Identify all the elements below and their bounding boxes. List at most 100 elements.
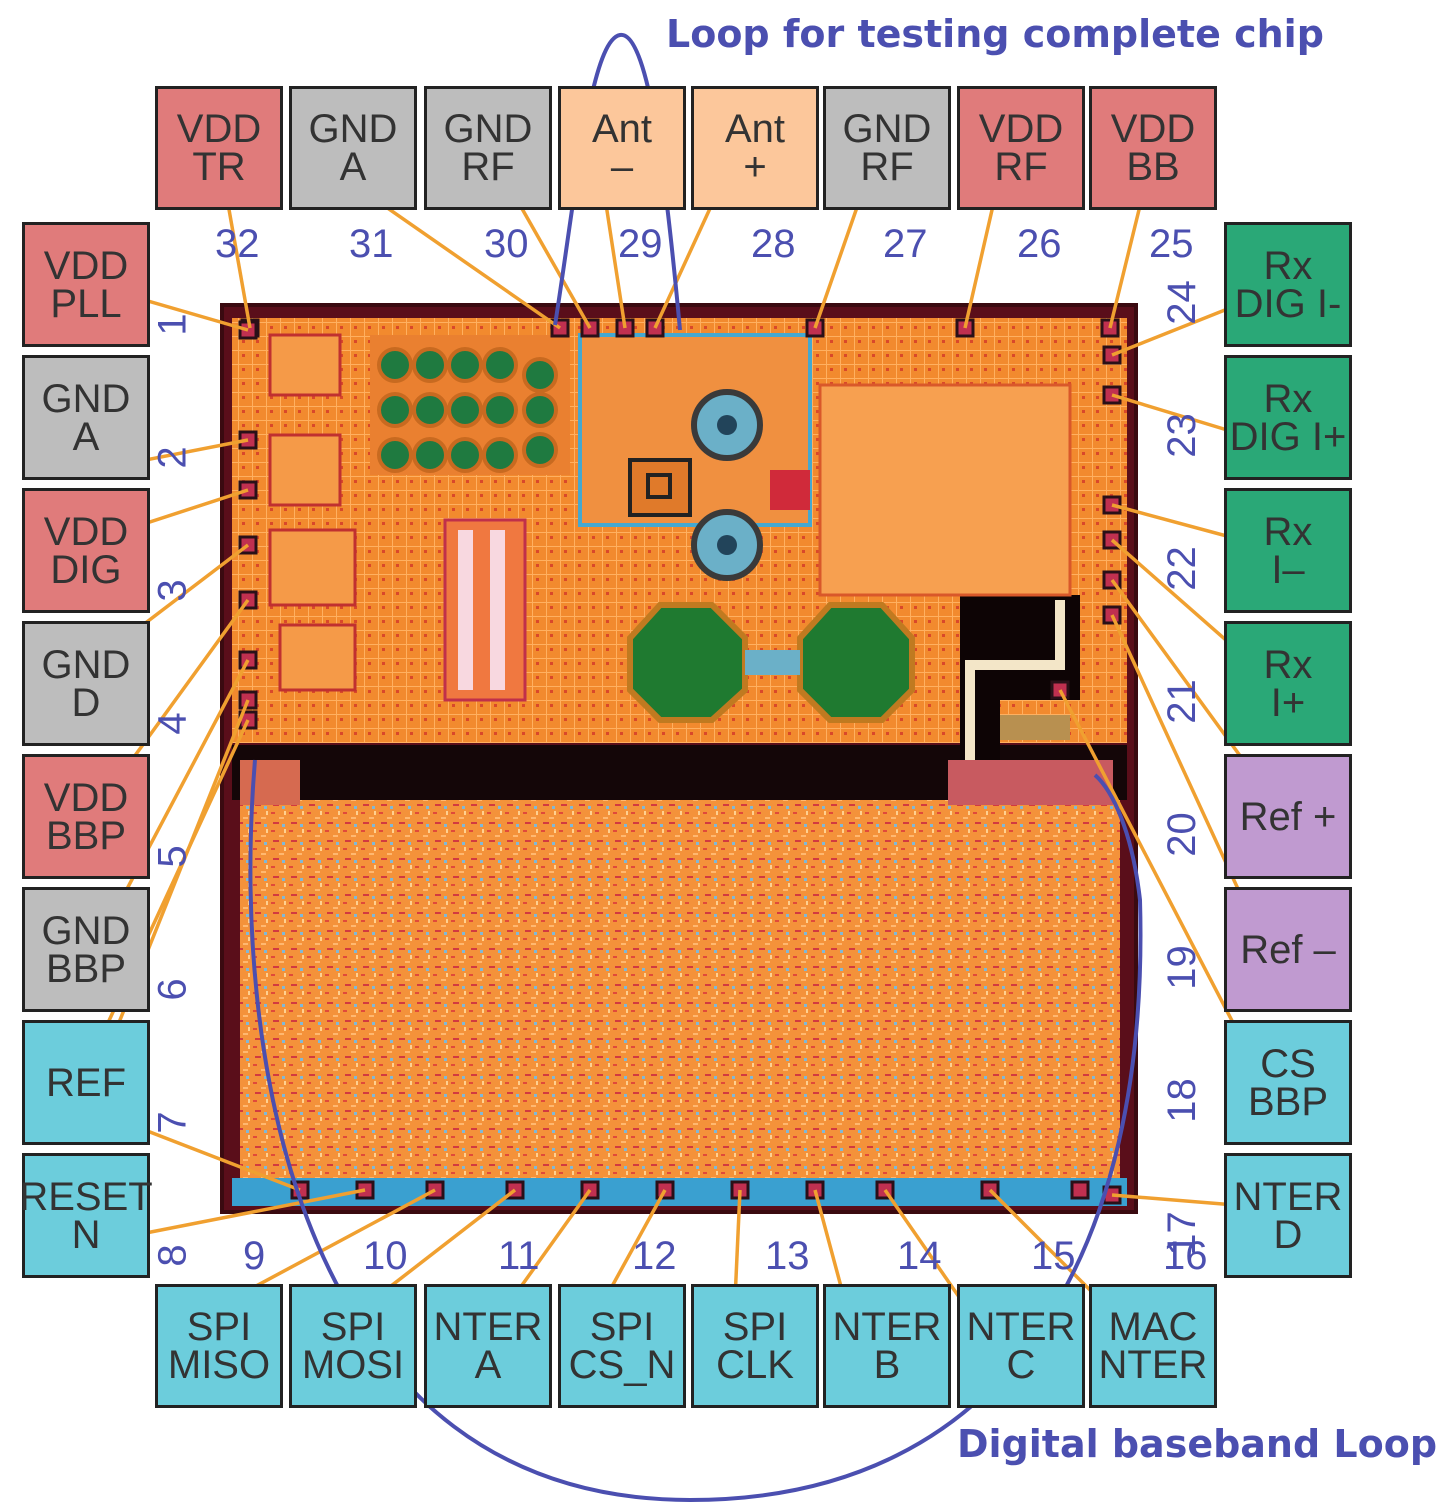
die-digital-core — [240, 800, 1120, 1180]
pin-number: 31 — [349, 222, 394, 266]
pad-9: SPI MISO — [155, 1284, 283, 1408]
pad-23: Rx DIG I+ — [1224, 355, 1352, 480]
pad-18: CS BBP — [1224, 1020, 1352, 1145]
pad-1: VDD PLL — [22, 222, 150, 347]
pad-label: SPI CLK — [716, 1305, 794, 1387]
bond-wire — [1111, 1193, 1236, 1207]
pin-number: 5 — [150, 845, 195, 868]
pad-label: NTER D — [1233, 1174, 1343, 1257]
pad-label: GND A — [308, 107, 398, 189]
pad-label: MAC NTER — [1098, 1305, 1208, 1387]
pin-number: 11 — [498, 1234, 540, 1278]
pad-3: VDD DIG — [22, 488, 150, 613]
pad-label: NTER A — [433, 1305, 543, 1387]
pad-32: VDD TR — [155, 86, 283, 210]
pad-label: Rx DIG I+ — [1229, 376, 1347, 459]
pad-5: VDD BBP — [22, 754, 150, 879]
pad-28: Ant + — [691, 86, 819, 210]
pad-21: Rx I+ — [1224, 621, 1352, 746]
digital-baseband-loop — [248, 759, 1143, 1503]
pin-number: 28 — [751, 222, 796, 266]
pad-label: GND BBP — [41, 908, 131, 991]
bond-wire — [229, 1188, 436, 1302]
pin-number: 19 — [1159, 945, 1204, 990]
pad-11: NTER A — [424, 1284, 552, 1408]
pad-label: Ant + — [724, 107, 786, 189]
pad-22: Rx I– — [1224, 488, 1352, 613]
bond-wire — [733, 1189, 742, 1301]
pin-number: 8 — [150, 1244, 195, 1267]
pin-number: 26 — [1017, 222, 1062, 266]
pin-number: 20 — [1159, 812, 1204, 857]
pad-label: GND D — [41, 642, 131, 725]
pin-number: 29 — [618, 222, 663, 266]
pad-27: GND RF — [823, 86, 951, 210]
cap-array — [377, 347, 558, 473]
complete-chip-loop-caption: Loop for testing complete chip — [666, 12, 1324, 56]
pin-number: 18 — [1159, 1078, 1204, 1123]
pin-number: 2 — [150, 446, 195, 469]
octagon-inductor-left — [627, 602, 748, 723]
digital-baseband-loop-caption: Digital baseband Loop — [957, 1422, 1438, 1466]
pin-number: 30 — [484, 222, 529, 266]
pad-label: Rx I+ — [1263, 642, 1313, 725]
pad-label: VDD BBP — [43, 775, 129, 858]
pad-label: VDD TR — [176, 107, 262, 189]
bond-wire — [109, 1188, 366, 1242]
pad-19: Ref – — [1224, 887, 1352, 1012]
pad-label: GND RF — [842, 107, 932, 189]
pin-number: 25 — [1149, 222, 1194, 266]
pad-label: Ant – — [591, 107, 653, 189]
pad-10: SPI MOSI — [289, 1284, 417, 1408]
pad-7: REF — [22, 1020, 150, 1145]
pad-label: Rx DIG I- — [1234, 243, 1342, 326]
pin-number: 4 — [150, 712, 195, 735]
pad-label: SPI MISO — [167, 1305, 271, 1387]
pin-number: 21 — [1159, 679, 1204, 724]
pin-number: 16 — [1163, 1234, 1208, 1278]
pad-label: Ref – — [1240, 927, 1336, 972]
pin-number: 7 — [150, 1111, 195, 1134]
pad-label: VDD RF — [978, 107, 1064, 189]
pad-31: GND A — [289, 86, 417, 210]
pin-number: 6 — [150, 978, 195, 1001]
pad-label: REF — [46, 1060, 126, 1105]
pad-label: VDD DIG — [43, 509, 129, 592]
pin-number: 14 — [897, 1234, 942, 1278]
pad-16: MAC NTER — [1089, 1284, 1217, 1408]
octagon-inductor-right — [797, 602, 915, 723]
pin-number: 9 — [243, 1234, 266, 1278]
pad-label: VDD PLL — [43, 243, 129, 326]
pad-label: Ref + — [1239, 794, 1337, 839]
pad-8: RESET N — [19, 1153, 153, 1278]
pad-13: SPI CLK — [691, 1284, 819, 1408]
pad-2: GND A — [22, 355, 150, 480]
pad-label: CS BBP — [1247, 1041, 1329, 1124]
pin-number: 24 — [1159, 280, 1204, 325]
pad-14: NTER B — [823, 1284, 951, 1408]
pad-label: Rx I– — [1263, 509, 1313, 592]
pin-number: 15 — [1031, 1234, 1076, 1278]
pad-20: Ref + — [1224, 754, 1352, 879]
pad-12: SPI CS_N — [558, 1284, 686, 1408]
pin-number: 22 — [1159, 546, 1204, 591]
pad-label: GND RF — [443, 107, 533, 189]
pad-label: RESET N — [19, 1174, 153, 1257]
pad-30: GND RF — [424, 86, 552, 210]
pin-number: 3 — [150, 579, 195, 602]
pad-label: NTER C — [966, 1305, 1076, 1387]
die-bond-pad — [1070, 1180, 1090, 1200]
pin-number: 23 — [1159, 413, 1204, 458]
pad-label: GND A — [41, 376, 131, 459]
pad-25: VDD BB — [1089, 86, 1217, 210]
pad-6: GND BBP — [22, 887, 150, 1012]
pad-26: VDD RF — [957, 86, 1085, 210]
pad-label: NTER B — [832, 1305, 942, 1387]
pad-label: VDD BB — [1110, 107, 1196, 189]
pad-4: GND D — [22, 621, 150, 746]
pin-number: 32 — [215, 222, 260, 266]
pin-number: 17 — [1159, 1211, 1204, 1256]
pad-17: NTER D — [1224, 1153, 1352, 1278]
